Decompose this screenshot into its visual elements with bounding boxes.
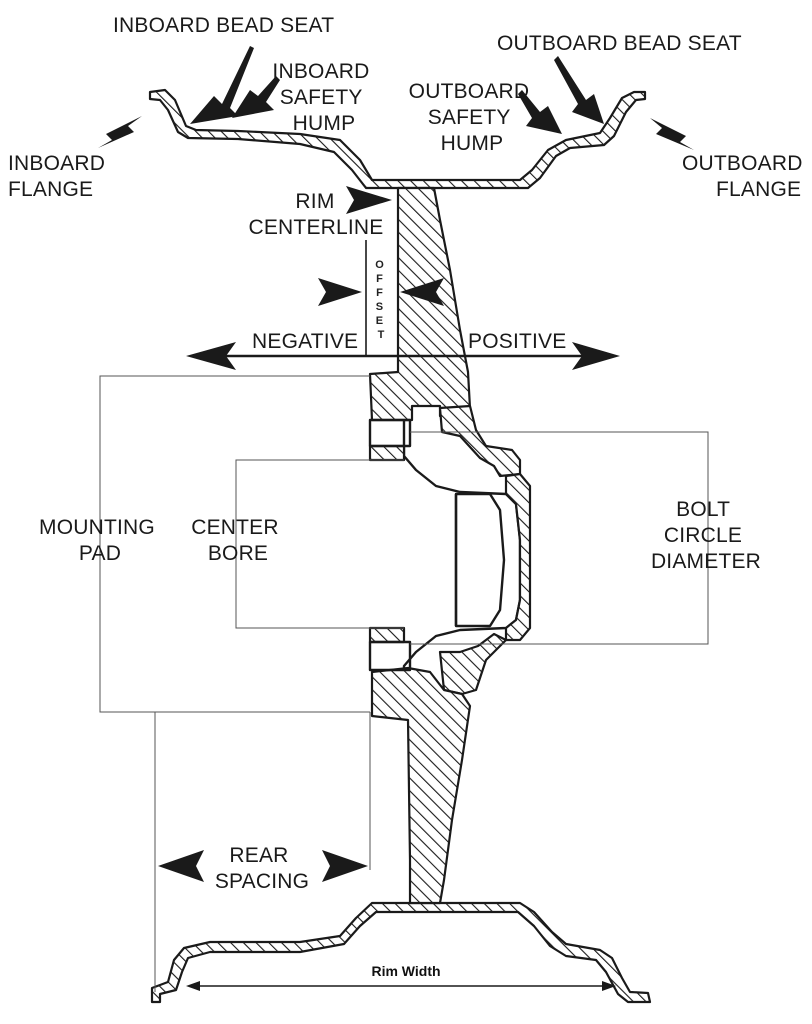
rim-centerline-label: RIM CENTERLINE: [248, 190, 383, 239]
rim-width-label: Rim Width: [371, 963, 440, 979]
bottom-rim-profile: [150, 901, 652, 1004]
outboard-bead-seat-label: OUTBOARD BEAD SEAT: [497, 32, 742, 55]
offset-left-arrowhead: [318, 278, 362, 306]
outboard-safety-hump-label: OUTBOARD SAFETY HUMP: [409, 80, 536, 155]
inboard-flange-label: INBOARD FLANGE: [8, 152, 111, 201]
positive-label: POSITIVE: [468, 330, 566, 353]
rim-width-right-arrowhead: [602, 981, 616, 991]
hub-lower-flange: [438, 632, 508, 696]
center-bore-bracket: [235, 459, 404, 629]
inboard-safety-hump-label: INBOARD SAFETY HUMP: [272, 60, 375, 135]
mounting-pad-bracket: [99, 375, 370, 713]
bolt-circle-diameter-label: BOLT CIRCLE DIAMETER: [651, 498, 761, 573]
offset-label: O F F S E T: [375, 259, 387, 341]
inboard-bead-seat-label: INBOARD BEAD SEAT: [113, 14, 334, 37]
outboard-flange-label: OUTBOARD FLANGE: [682, 152, 809, 201]
inboard-safety-hump-arrow: [232, 76, 280, 118]
rim-width-left-arrowhead: [186, 981, 200, 991]
bolt-circle-bracket: [410, 431, 709, 645]
top-rim-profile: [148, 88, 647, 190]
hub-outer-wall: [504, 472, 532, 642]
outboard-safety-hump-arrow: [518, 90, 562, 134]
rim-centerline-arrow: [346, 186, 392, 214]
bore-block-upper: [368, 444, 406, 462]
bore-block-lower: [368, 626, 406, 644]
rear-spacing-left-arrowhead: [158, 850, 204, 882]
center-cap-dome: [454, 492, 506, 628]
outboard-flange-arrow: [650, 118, 694, 150]
rear-spacing-right-arrowhead: [322, 850, 368, 882]
negative-label: NEGATIVE: [252, 330, 358, 353]
center-bore-label: CENTER BORE: [191, 516, 285, 565]
outboard-bead-seat-arrow: [554, 56, 604, 124]
mounting-pad-label: MOUNTING PAD: [39, 516, 161, 565]
wheel-disc-lower: [370, 666, 472, 905]
rear-spacing-label: REAR SPACING: [215, 844, 309, 893]
inboard-flange-arrow: [98, 116, 142, 148]
negative-arrowhead: [186, 342, 236, 370]
inboard-bead-seat-arrow: [190, 46, 254, 124]
hub-upper-flange: [438, 404, 522, 478]
offset-right-arrowhead: [400, 278, 444, 306]
positive-arrowhead: [572, 342, 620, 370]
